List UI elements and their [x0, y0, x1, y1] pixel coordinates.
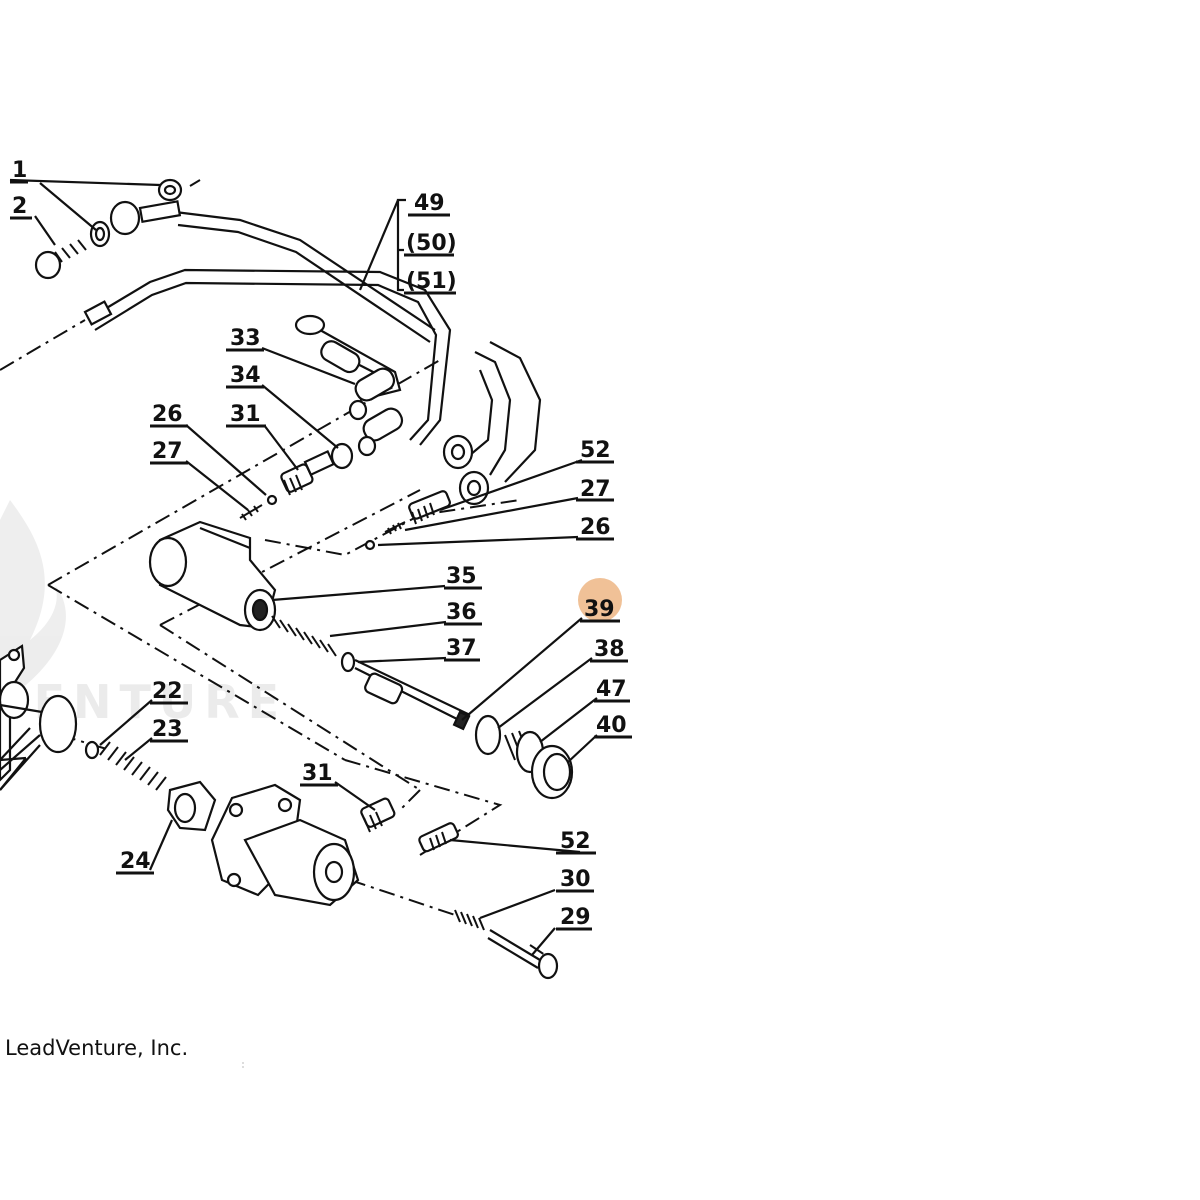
spring-27: [239, 504, 263, 521]
callout-39[interactable]: 39: [580, 597, 620, 623]
callout-52-top[interactable]: 52: [576, 438, 614, 464]
hose-33: [320, 340, 361, 374]
callout-27-top[interactable]: 27: [150, 439, 188, 465]
bushing-24: [166, 780, 217, 832]
ball-26: [266, 494, 278, 506]
spring-30: [454, 909, 485, 931]
o-ring-38: [474, 714, 502, 756]
watermark-flame-icon: [0, 500, 66, 690]
callout-2[interactable]: 2: [10, 194, 32, 220]
svg-text:31: 31: [230, 402, 261, 427]
callout-27-right[interactable]: 27: [576, 477, 614, 502]
cylinder-35: [148, 520, 277, 632]
svg-text:36: 36: [446, 600, 477, 625]
svg-text:29: 29: [560, 905, 591, 930]
callout-36[interactable]: 36: [444, 600, 482, 626]
svg-text:52: 52: [580, 438, 611, 463]
callout-35[interactable]: 35: [444, 564, 482, 590]
svg-text:26: 26: [152, 402, 183, 427]
svg-text:33: 33: [230, 326, 261, 351]
callout-51[interactable]: (51): [404, 269, 457, 295]
svg-text:31: 31: [302, 761, 333, 786]
pipe-end: [83, 300, 113, 326]
hose-fitting: [354, 367, 396, 402]
svg-text:23: 23: [152, 717, 183, 742]
svg-text:22: 22: [152, 679, 183, 704]
svg-text:40: 40: [596, 713, 627, 738]
callout-30[interactable]: 30: [556, 867, 594, 893]
svg-text:34: 34: [230, 363, 261, 388]
spring-36: [271, 615, 337, 657]
washer-22: [84, 740, 100, 760]
hose-clip: [294, 314, 326, 336]
callout-34[interactable]: 34: [226, 363, 264, 389]
ball-26b: [364, 539, 376, 551]
svg-text:30: 30: [560, 867, 591, 892]
callout-49[interactable]: 49: [408, 191, 450, 217]
svg-text:(50): (50): [406, 231, 457, 256]
callout-33[interactable]: 33: [226, 326, 264, 352]
clamp-34: [330, 442, 354, 470]
hose-34: [362, 407, 404, 442]
svg-text:27: 27: [580, 477, 611, 502]
leader-lines: [0, 178, 598, 956]
svg-text:39: 39: [584, 597, 615, 622]
callout-24[interactable]: 24: [116, 849, 154, 875]
svg-text:27: 27: [152, 439, 183, 464]
svg-text:2: 2: [12, 194, 27, 219]
callout-37[interactable]: 37: [444, 636, 480, 662]
callout-50[interactable]: (50): [404, 231, 457, 257]
union-31-top: [280, 449, 336, 496]
spring-27b: [384, 521, 406, 535]
callout-29[interactable]: 29: [556, 905, 592, 931]
svg-text:(51): (51): [406, 269, 457, 294]
check-valve-52-top: [408, 490, 451, 525]
svg-text:37: 37: [446, 636, 477, 661]
parts: [0, 178, 574, 980]
callout-40[interactable]: 40: [594, 713, 632, 739]
bracket-49-51: [396, 198, 406, 292]
callout-22[interactable]: 22: [150, 679, 188, 705]
svg-text:24: 24: [120, 849, 151, 874]
copyright-notice: LeadVenture, Inc.: [5, 1036, 189, 1060]
callouts: 1 2 49 (50) (51) 33 34 26 31 27 52 27 26…: [10, 158, 632, 931]
callout-31-top[interactable]: 31: [226, 402, 266, 428]
callout-1[interactable]: 1: [10, 158, 28, 184]
washer-37: [340, 651, 356, 673]
svg-text:49: 49: [414, 191, 445, 216]
solenoid-body: [210, 783, 360, 907]
svg-text:1: 1: [12, 158, 27, 183]
svg-text:26: 26: [580, 515, 611, 540]
bolt-29: [487, 929, 559, 980]
svg-text:47: 47: [596, 677, 627, 702]
callout-52-bottom[interactable]: 52: [556, 829, 596, 855]
banjo-bolt: [34, 178, 183, 280]
svg-text:35: 35: [446, 564, 477, 589]
callout-26-right[interactable]: 26: [576, 515, 614, 541]
svg-text:38: 38: [594, 637, 625, 662]
callout-38[interactable]: 38: [590, 637, 628, 663]
callout-31-bottom[interactable]: 31: [300, 761, 338, 787]
check-valve-52-bottom: [418, 822, 459, 853]
callout-23[interactable]: 23: [150, 717, 188, 743]
callout-47[interactable]: 47: [594, 677, 630, 703]
cap-40: [530, 744, 574, 800]
highlight-marker: [578, 578, 622, 622]
spring-23: [99, 741, 167, 791]
svg-text:52: 52: [560, 829, 591, 854]
callout-26-top[interactable]: 26: [150, 402, 188, 428]
